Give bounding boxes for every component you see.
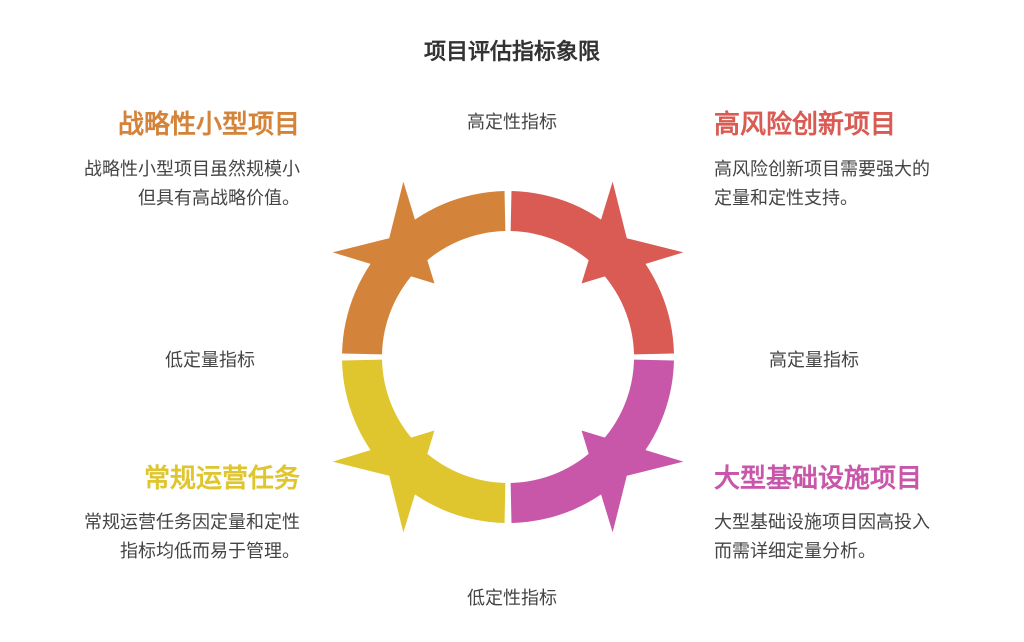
diagram-title: 项目评估指标象限 (423, 40, 600, 65)
axis-label-right: 高定量指标 (769, 350, 859, 371)
ring-segment-top-right (510, 191, 674, 355)
axis-label-left: 低定量指标 (165, 350, 255, 371)
ring-segment-bottom-left (342, 359, 506, 523)
quadrant-desc-line: 而需详细定量分析。 (714, 541, 876, 562)
quadrant-desc-top-left: 战略性小型项目虽然规模小 但具有高战略价值。 (0, 155, 300, 213)
ring-segment-top-right-arrow (581, 181, 684, 284)
quadrant-title-bottom-left: 常规运营任务 (143, 464, 300, 494)
quadrant-desc-line: 指标均低而易于管理。 (120, 541, 300, 562)
quadrant-title-bottom-right: 大型基础设施项目 (714, 464, 923, 494)
quadrant-desc-line: 但具有高战略价值。 (138, 188, 300, 209)
axis-label-bottom: 低定性指标 (467, 588, 557, 609)
quadrant-desc-bottom-left: 常规运营任务因定量和定性 指标均低而易于管理。 (0, 508, 300, 566)
quadrant-desc-line: 定量和定性支持。 (714, 188, 858, 209)
quadrant-desc-line: 常规运营任务因定量和定性 (84, 512, 300, 533)
quadrant-desc-line: 战略性小型项目虽然规模小 (84, 159, 300, 180)
quadrant-desc-top-right: 高风险创新项目需要强大的 定量和定性支持。 (714, 155, 1014, 213)
ring-segment-bottom-right (510, 359, 674, 523)
ring-segment-bottom-left-arrow (332, 430, 435, 533)
quadrant-desc-line: 大型基础设施项目因高投入 (714, 512, 930, 533)
quadrant-title-top-left: 战略性小型项目 (117, 110, 300, 140)
ring-segment-bottom-right-arrow (581, 430, 684, 533)
quadrant-desc-bottom-right: 大型基础设施项目因高投入 而需详细定量分析。 (714, 508, 1014, 566)
quadrant-desc-line: 高风险创新项目需要强大的 (714, 159, 930, 180)
ring-segment-top-left-arrow (332, 181, 435, 284)
ring-segment-top-left (342, 191, 506, 355)
quadrant-title-top-right: 高风险创新项目 (714, 110, 897, 140)
axis-label-top: 高定性指标 (467, 112, 557, 133)
